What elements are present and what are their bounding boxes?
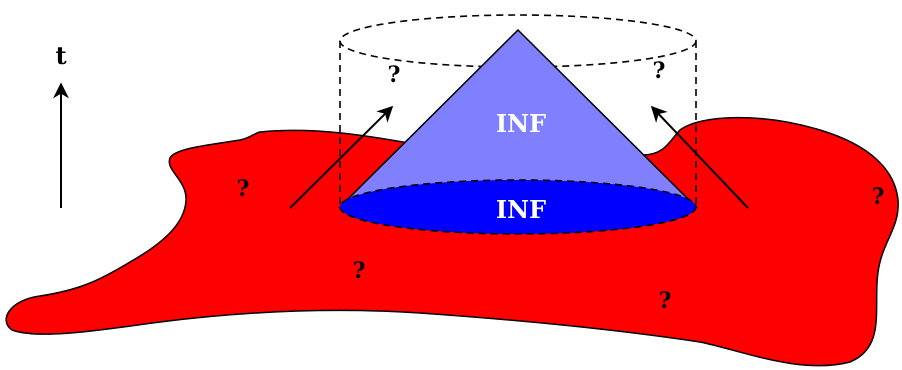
base-label: INF bbox=[496, 195, 546, 224]
right-characteristic-arrow bbox=[650, 105, 749, 209]
question-mark-region-bottom-right: ? bbox=[659, 288, 672, 314]
question-mark-cylinder-right: ? bbox=[653, 58, 666, 84]
question-mark-region-far-right: ? bbox=[872, 184, 885, 210]
question-mark-region-left: ? bbox=[237, 176, 250, 202]
initial-data-region bbox=[5, 116, 899, 367]
question-mark-region-center: ? bbox=[353, 258, 366, 284]
left-characteristic-arrow bbox=[289, 105, 394, 209]
question-mark-cylinder-left: ? bbox=[388, 62, 401, 88]
cone-base-ellipse bbox=[339, 179, 697, 235]
cone-label: INF bbox=[496, 109, 546, 138]
time-axis-label: t bbox=[55, 41, 66, 70]
